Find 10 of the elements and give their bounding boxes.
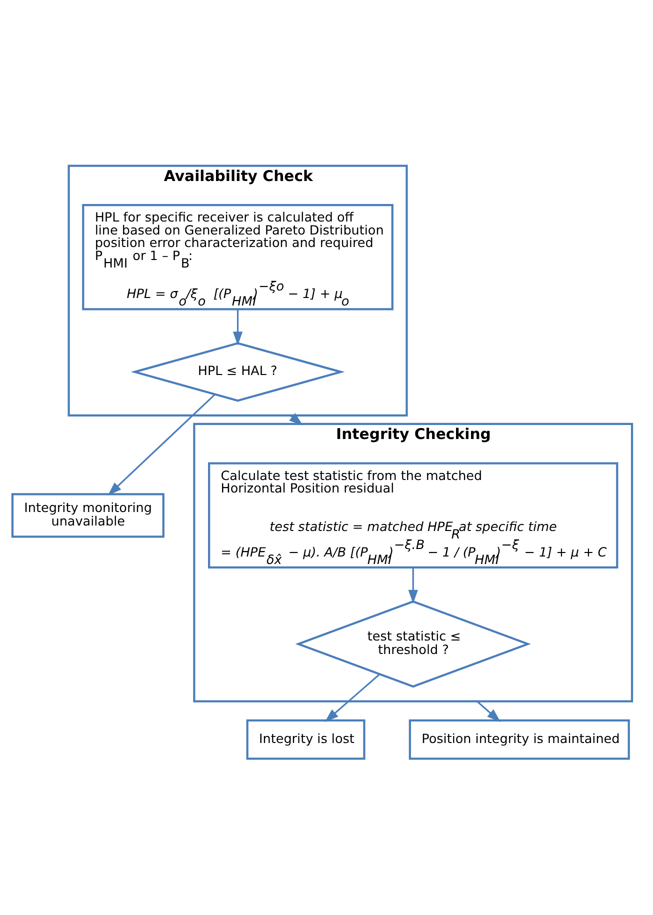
arrow (108, 393, 216, 496)
node-diamond: test statistic ≤ threshold ? (295, 600, 531, 688)
node-box: Integrity monitoring unavailable (11, 492, 164, 538)
node-box: Position integrity is maintained (408, 718, 630, 760)
node-box: Integrity is lost (246, 718, 366, 760)
arrow (476, 700, 501, 722)
arrow (324, 673, 380, 722)
arrow (408, 567, 418, 604)
node-diamond: HPL ≤ HAL ? (130, 342, 345, 402)
arrow (232, 308, 243, 345)
